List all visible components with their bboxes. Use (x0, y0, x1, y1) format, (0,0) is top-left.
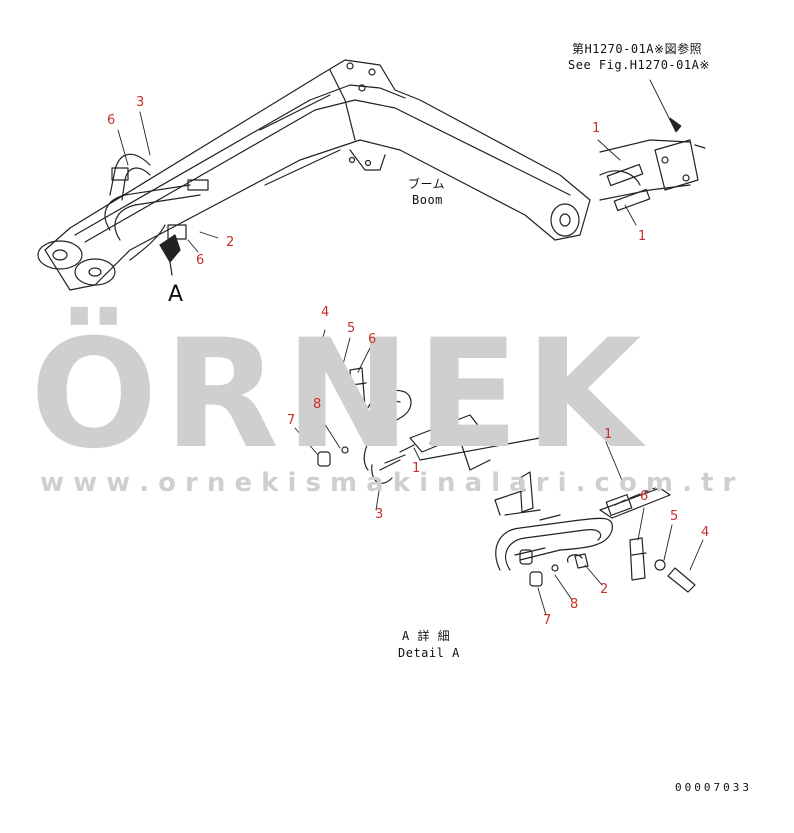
reference-note-ja: 第H1270-01A※図参照 (572, 42, 703, 56)
boom-label-en: Boom (412, 193, 443, 207)
boom-label-ja: ブーム (408, 177, 446, 191)
callout-6: 6 (107, 113, 116, 128)
callout-3: 3 (375, 507, 384, 522)
callout-8: 8 (313, 397, 322, 412)
callout-2: 2 (600, 582, 609, 597)
callout-8: 8 (570, 597, 579, 612)
callout-1: 1 (592, 121, 601, 136)
detail-right-assembly (494, 471, 696, 593)
callout-6: 6 (368, 332, 377, 347)
detail-left-assembly (304, 355, 541, 484)
detail-label-en: Detail A (398, 646, 460, 660)
watermark-brand: ÖRNEK (30, 308, 648, 482)
detail-label-ja: A 詳 細 (402, 629, 451, 643)
callout-3: 3 (136, 95, 145, 110)
watermark-url: w w w . o r n e k i s m a k i n a l a r … (40, 468, 736, 498)
boom-drawing (37, 59, 706, 291)
callout-7: 7 (543, 613, 552, 628)
drawing-number: 00007033 (675, 781, 752, 794)
callout-2: 2 (226, 235, 235, 250)
callout-1: 1 (604, 427, 613, 442)
callout-7: 7 (287, 413, 296, 428)
callout-4: 4 (701, 525, 710, 540)
view-label: A (168, 282, 184, 307)
callout-5: 5 (347, 321, 356, 336)
callout-1: 1 (412, 461, 421, 476)
callout-6: 6 (196, 253, 205, 268)
callout-5: 5 (670, 509, 679, 524)
reference-note-en: See Fig.H1270-01A※ (568, 58, 710, 72)
callout-4: 4 (321, 305, 330, 320)
callout-1: 1 (638, 229, 647, 244)
callout-6: 6 (640, 489, 649, 504)
